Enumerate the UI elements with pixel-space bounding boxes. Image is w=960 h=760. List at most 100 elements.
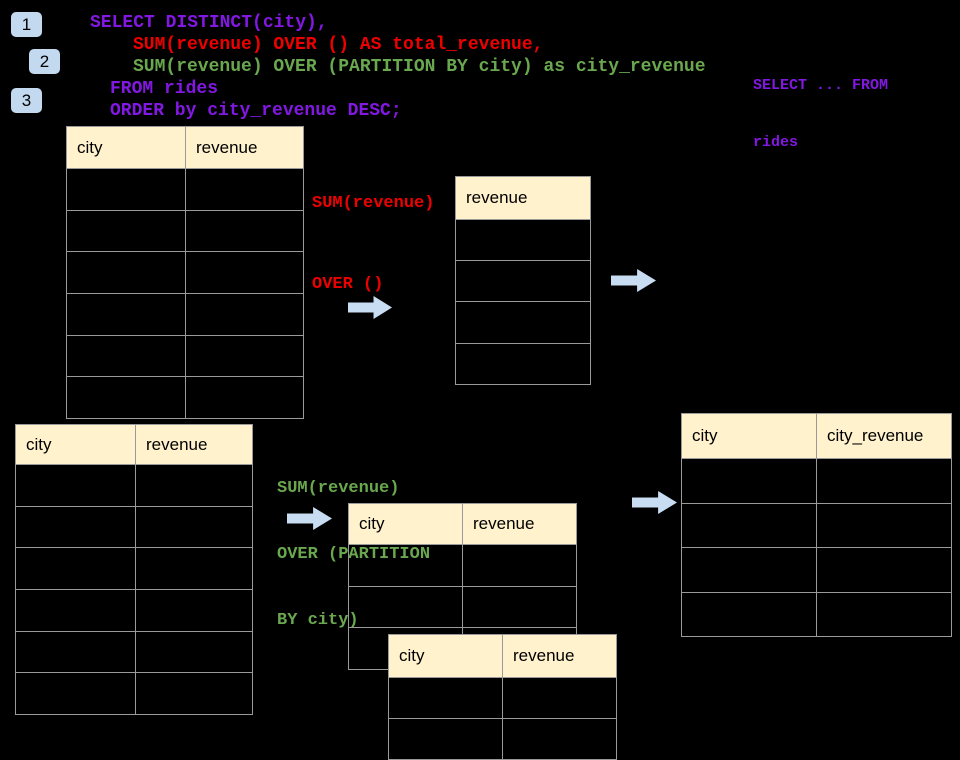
table-cell-empty bbox=[456, 220, 590, 260]
table-header-row: city revenue bbox=[349, 504, 576, 544]
table-cell-empty bbox=[16, 506, 136, 548]
table-cell-empty bbox=[136, 465, 252, 506]
table-cell-empty bbox=[67, 210, 186, 252]
step-badge-2: 2 bbox=[29, 49, 60, 74]
table-cell-empty bbox=[16, 465, 136, 506]
column-header-city: city bbox=[682, 414, 817, 458]
table-cell-empty bbox=[817, 504, 951, 548]
table-row bbox=[456, 219, 590, 260]
column-header-revenue: revenue bbox=[196, 137, 258, 157]
column-header-city-revenue: city_revenue bbox=[827, 426, 924, 445]
table-row bbox=[682, 591, 951, 636]
table-cell-empty bbox=[16, 590, 136, 631]
table-cell-empty bbox=[16, 631, 136, 673]
table-city-revenue-result: city city_revenue bbox=[681, 413, 952, 637]
table-cell-empty bbox=[186, 169, 303, 210]
table-row bbox=[16, 547, 252, 590]
table-cell-empty bbox=[136, 548, 252, 589]
table-row bbox=[682, 547, 951, 592]
table-cell-empty bbox=[682, 503, 817, 547]
table-cell-empty bbox=[349, 586, 463, 628]
table-cell-empty bbox=[67, 169, 186, 210]
table-cell-empty bbox=[67, 335, 186, 377]
table-cell-empty bbox=[186, 252, 303, 293]
column-header-city: city bbox=[67, 127, 186, 168]
table-cell-empty bbox=[682, 592, 817, 636]
step-badge-2-label: 2 bbox=[39, 51, 50, 71]
sql-line-order-by: ORDER by city_revenue DESC; bbox=[110, 101, 402, 121]
table-source-rides-top: city revenue bbox=[66, 126, 304, 420]
table-cell-empty bbox=[456, 344, 590, 384]
table-row bbox=[456, 342, 590, 384]
table-cell-empty bbox=[503, 719, 616, 759]
column-header-city: city bbox=[389, 635, 503, 677]
sql-line-city-revenue: SUM(revenue) OVER (PARTITION BY city) as… bbox=[133, 57, 706, 77]
table-row bbox=[456, 260, 590, 301]
table-header-row: revenue bbox=[456, 177, 590, 219]
sql-line-total-revenue: SUM(revenue) OVER () AS total_revenue, bbox=[133, 35, 544, 55]
column-header-revenue: revenue bbox=[473, 514, 535, 533]
table-source-rides-bottom: city revenue bbox=[15, 424, 253, 716]
table-cell-empty bbox=[186, 294, 303, 335]
table-row bbox=[67, 251, 303, 294]
column-header-revenue: revenue bbox=[466, 188, 528, 207]
slide-canvas: 1 2 3 SELECT DISTINCT(city), SUM(revenue… bbox=[11, 12, 952, 760]
table-row bbox=[67, 334, 303, 377]
table-header-row: city city_revenue bbox=[682, 414, 951, 458]
table-cell-empty bbox=[136, 632, 252, 673]
sql-line-from: FROM rides bbox=[110, 79, 219, 99]
table-header-row: city revenue bbox=[16, 425, 252, 464]
table-partition-group-2: city revenue bbox=[388, 634, 617, 760]
table-cell-empty bbox=[16, 548, 136, 590]
step-badge-3: 3 bbox=[11, 88, 42, 113]
table-total-revenue-result: revenue bbox=[455, 176, 591, 385]
table-row bbox=[67, 168, 303, 210]
table-cell-empty bbox=[136, 507, 252, 548]
table-cell-empty bbox=[389, 678, 503, 718]
table-cell-empty bbox=[503, 678, 616, 718]
table-row bbox=[349, 544, 576, 586]
side-note-line-2: rides bbox=[753, 134, 799, 151]
table-row bbox=[682, 458, 951, 503]
table-cell-empty bbox=[136, 673, 252, 714]
side-note-select-from: SELECT ... FROM rides bbox=[753, 38, 888, 190]
flow-arrow-icon bbox=[611, 269, 656, 292]
table-cell-empty bbox=[817, 459, 951, 503]
annotation-window-partition: SUM(revenue) OVER (PARTITION BY city) bbox=[277, 434, 430, 676]
table-cell-empty bbox=[186, 377, 303, 418]
table-cell-empty bbox=[456, 302, 590, 342]
table-cell-empty bbox=[463, 587, 576, 628]
table-row bbox=[67, 376, 303, 419]
annotation-window-partition-line-1: SUM(revenue) bbox=[277, 479, 400, 498]
table-cell-empty bbox=[463, 545, 576, 586]
annotation-window-total: SUM(revenue) OVER () bbox=[312, 136, 434, 352]
table-cell-empty bbox=[682, 459, 817, 503]
table-cell-empty bbox=[136, 590, 252, 631]
table-cell-empty bbox=[389, 719, 503, 759]
table-cell-empty bbox=[817, 548, 951, 592]
table-row bbox=[16, 589, 252, 631]
annotation-window-total-line-1: SUM(revenue) bbox=[312, 194, 435, 213]
table-cell-empty bbox=[67, 377, 186, 419]
table-row bbox=[456, 301, 590, 342]
table-header-row: city revenue bbox=[67, 127, 303, 168]
sql-line-select: SELECT DISTINCT(city), bbox=[90, 13, 328, 33]
table-row bbox=[16, 672, 252, 715]
side-note-line-1: SELECT ... FROM bbox=[753, 77, 889, 94]
table-row bbox=[682, 502, 951, 548]
table-row bbox=[16, 630, 252, 673]
table-row bbox=[389, 677, 616, 718]
flow-arrow-icon bbox=[632, 491, 677, 514]
table-row bbox=[389, 718, 616, 759]
table-header-row: city revenue bbox=[389, 635, 616, 677]
table-row bbox=[16, 464, 252, 506]
column-header-revenue: revenue bbox=[513, 646, 575, 665]
step-badge-1: 1 bbox=[11, 12, 42, 37]
column-header-city: city bbox=[16, 425, 136, 464]
step-badge-1-label: 1 bbox=[21, 14, 32, 34]
table-cell-empty bbox=[67, 252, 186, 294]
table-row bbox=[67, 209, 303, 252]
table-cell-empty bbox=[16, 673, 136, 715]
table-row bbox=[67, 293, 303, 335]
table-cell-empty bbox=[186, 211, 303, 252]
